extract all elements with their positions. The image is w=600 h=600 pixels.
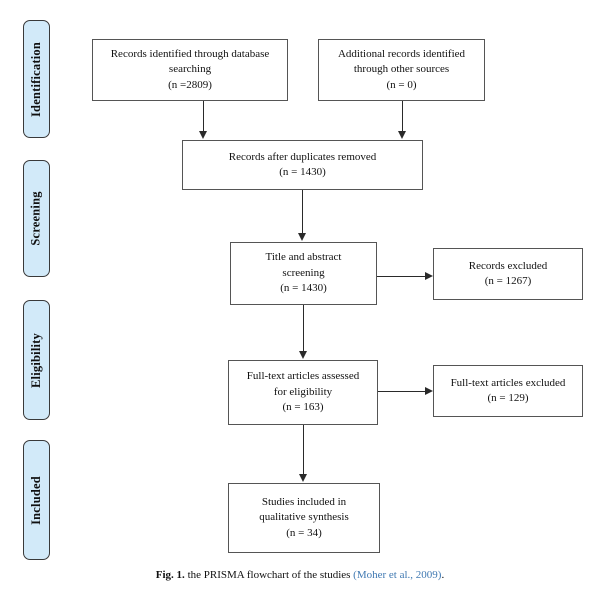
node-text-line: screening bbox=[282, 266, 325, 279]
node-text-line: Additional records identified bbox=[337, 47, 466, 60]
stage-identification: Identification bbox=[23, 20, 50, 138]
figure-caption-suffix: . bbox=[441, 569, 445, 581]
arrowhead-down-icon bbox=[299, 351, 307, 359]
node-fulltext-excluded: Full-text articles excluded (n = 129) bbox=[433, 365, 583, 417]
node-text-line: (n = 1430) bbox=[279, 166, 326, 178]
node-text-line: Full-text articles assessed bbox=[246, 370, 360, 383]
figure-caption: Fig. 1. the PRISMA flowchart of the stud… bbox=[0, 569, 600, 581]
node-text-line: Full-text articles excluded bbox=[450, 376, 566, 389]
arrow-line bbox=[378, 391, 426, 392]
arrow-line bbox=[402, 101, 403, 132]
node-text-line: Studies included in bbox=[261, 495, 347, 508]
node-records-excluded: Records excluded (n = 1267) bbox=[433, 248, 583, 300]
node-text-line: Title and abstract bbox=[265, 251, 342, 264]
node-text-line: (n = 1430) bbox=[280, 282, 327, 295]
node-text-line: Records excluded bbox=[468, 259, 548, 272]
node-text-line: through other sources bbox=[353, 63, 450, 76]
arrow-line bbox=[377, 276, 426, 277]
figure-caption-text: the PRISMA flowchart of the studies bbox=[184, 569, 354, 581]
node-text-line: qualitative synthesis bbox=[259, 511, 349, 524]
node-title-abstract-screening: Title and abstract screening (n = 1430) bbox=[230, 242, 377, 305]
arrow-line bbox=[203, 101, 204, 132]
arrow-line bbox=[303, 425, 304, 475]
arrowhead-down-icon bbox=[199, 131, 207, 139]
node-text-line: (n = 163) bbox=[282, 401, 324, 414]
arrowhead-down-icon bbox=[398, 131, 406, 139]
arrowhead-down-icon bbox=[298, 233, 306, 241]
arrowhead-right-icon bbox=[425, 272, 433, 280]
node-text-line: for eligibility bbox=[273, 385, 333, 398]
arrow-line bbox=[302, 190, 303, 234]
citation-link[interactable]: (Moher et al., 2009) bbox=[353, 569, 442, 581]
node-text-line: searching bbox=[168, 63, 212, 76]
stage-eligibility: Eligibility bbox=[23, 300, 50, 420]
node-text-line: (n = 34) bbox=[286, 526, 322, 539]
figure-caption-label: Fig. 1. bbox=[155, 569, 185, 581]
stage-screening-label: Screening bbox=[29, 191, 44, 246]
node-text-line: Records identified through database bbox=[110, 47, 270, 60]
stage-included: Included bbox=[23, 440, 50, 560]
node-fulltext-assessed: Full-text articles assessed for eligibil… bbox=[228, 360, 378, 425]
stage-identification-label: Identification bbox=[29, 41, 43, 117]
stage-eligibility-label: Eligibility bbox=[29, 332, 43, 388]
node-text-line: (n = 129) bbox=[487, 392, 529, 404]
node-additional-records: Additional records identified through ot… bbox=[318, 39, 485, 101]
node-studies-included: Studies included in qualitative synthesi… bbox=[228, 483, 380, 553]
arrowhead-right-icon bbox=[425, 387, 433, 395]
node-text-line: (n = 1267) bbox=[484, 275, 532, 287]
arrowhead-down-icon bbox=[299, 474, 307, 482]
stage-included-label: Included bbox=[29, 475, 43, 525]
node-text-line: (n =2809) bbox=[168, 78, 212, 91]
node-records-identified: Records identified through database sear… bbox=[92, 39, 288, 101]
arrow-line bbox=[303, 305, 304, 352]
node-text-line: Records after duplicates removed bbox=[228, 150, 377, 163]
node-duplicates-removed: Records after duplicates removed (n = 14… bbox=[182, 140, 423, 190]
node-text-line: (n = 0) bbox=[386, 78, 417, 91]
stage-screening: Screening bbox=[23, 160, 50, 277]
